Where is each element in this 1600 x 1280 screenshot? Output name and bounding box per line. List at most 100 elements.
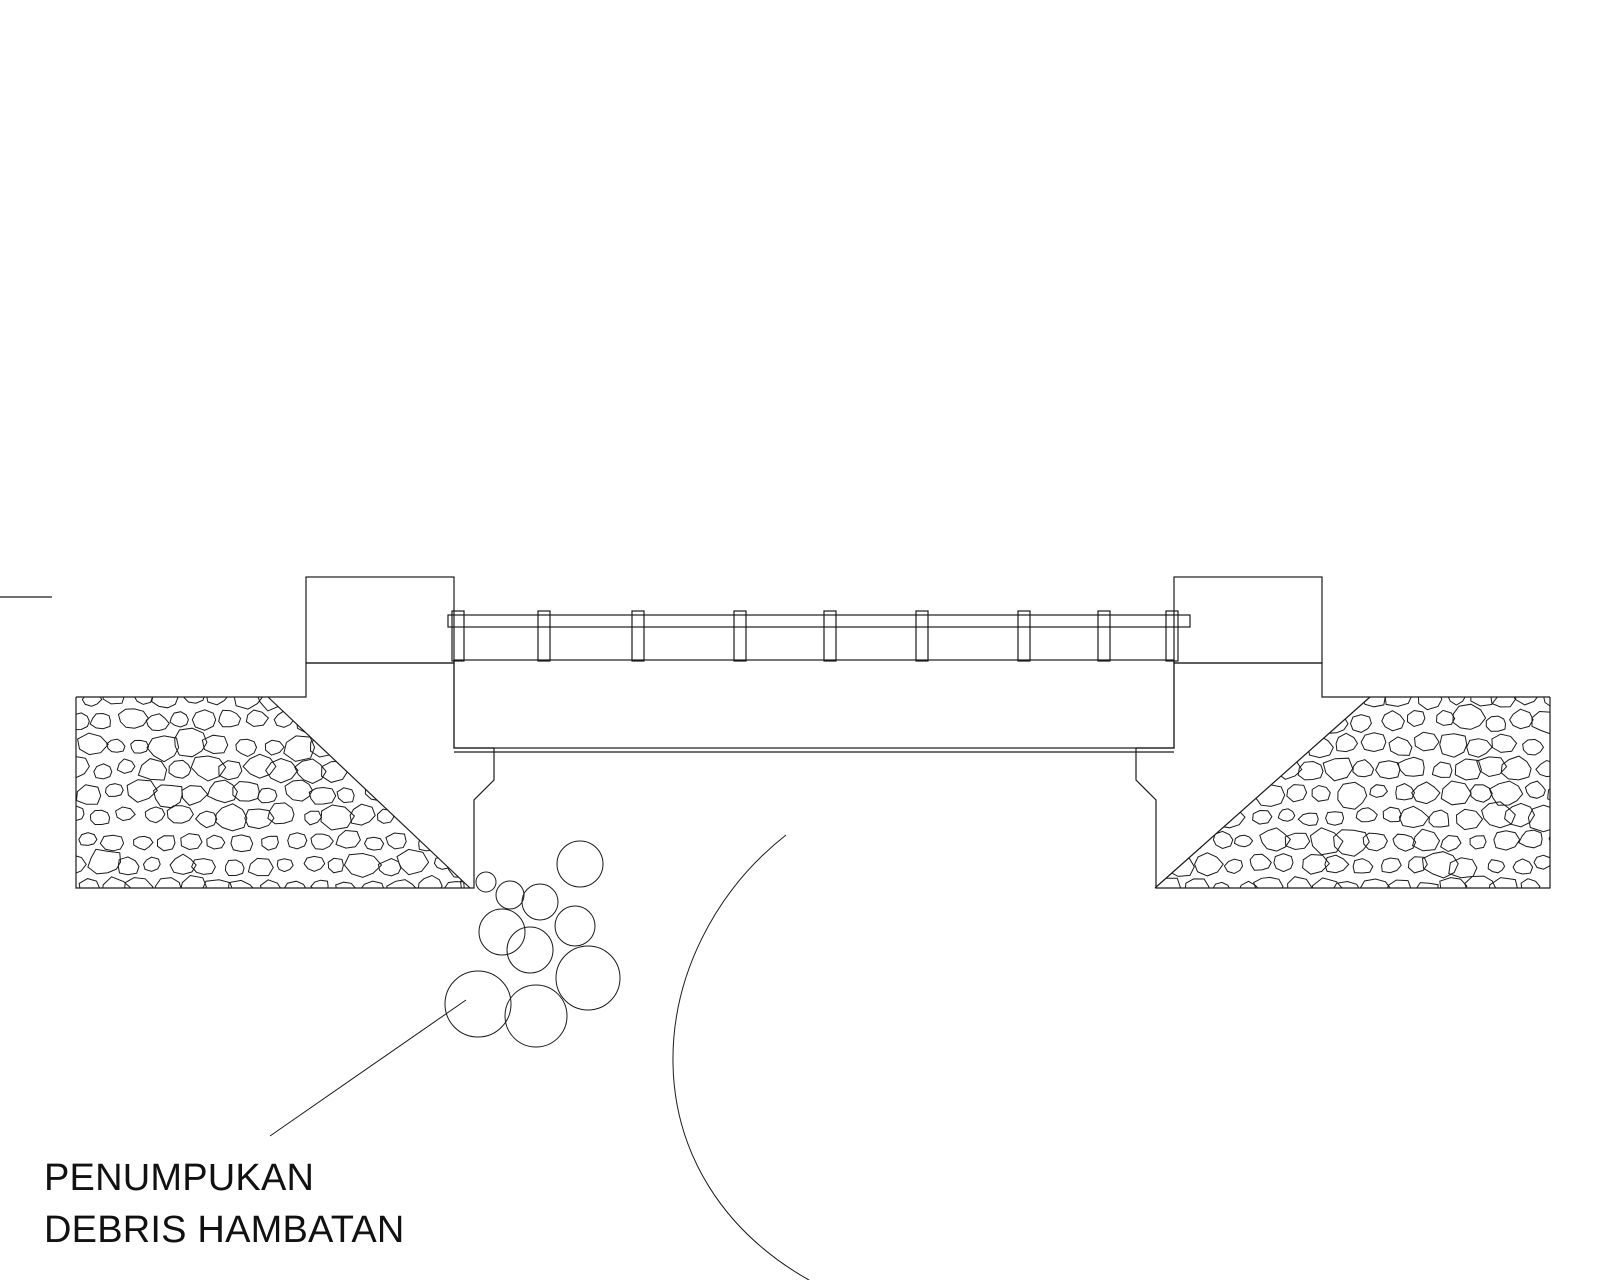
- riprap-stone: [1522, 738, 1545, 756]
- riprap-stone: [1163, 710, 1193, 734]
- riprap-stone: [389, 736, 409, 752]
- riprap-stone: [99, 834, 125, 852]
- riprap-stone: [1552, 738, 1570, 754]
- riprap-stone: [76, 712, 90, 731]
- annotation-line-1: PENUMPUKAN: [44, 1157, 315, 1199]
- riprap-stone: [415, 786, 435, 804]
- right-backwall: [1173, 576, 1323, 664]
- riprap-stone: [282, 880, 308, 888]
- riprap-stone: [1259, 827, 1292, 852]
- riprap-stone: [404, 805, 437, 832]
- riprap-stone: [1548, 882, 1550, 888]
- riprap-stone: [191, 709, 217, 731]
- riprap-stone: [385, 782, 412, 807]
- riprap-stone: [166, 805, 194, 824]
- riprap-stone: [264, 739, 285, 756]
- riprap-stone: [1282, 733, 1313, 754]
- riprap-stone: [1311, 784, 1331, 802]
- riprap-stone: [1435, 709, 1456, 726]
- riprap-stone: [1277, 760, 1303, 780]
- riprap-stone: [1311, 877, 1346, 888]
- rail-post: [1165, 610, 1179, 662]
- riprap-stone: [1470, 784, 1493, 803]
- riprap-stone: [1469, 835, 1487, 850]
- riprap-stone: [1322, 711, 1349, 734]
- riprap-stone: [1413, 731, 1440, 752]
- riprap-stone: [1284, 832, 1311, 851]
- riprap-stone: [104, 783, 124, 797]
- riprap-stone: [415, 736, 434, 751]
- riprap-stone: [442, 835, 464, 851]
- riprap-stone: [1155, 708, 1170, 731]
- riprap-stone: [1466, 738, 1493, 758]
- riprap-stone: [144, 806, 166, 824]
- riprap-stone: [1182, 786, 1209, 806]
- riprap-stone: [288, 697, 311, 703]
- riprap-stone: [385, 832, 407, 850]
- riprap-stone: [1385, 879, 1412, 888]
- riprap-stone: [400, 709, 426, 728]
- riprap-stone: [235, 738, 258, 758]
- riprap-stone: [1411, 781, 1441, 805]
- riprap-stone: [1325, 811, 1345, 826]
- riprap-stone: [1504, 802, 1536, 828]
- riprap-stone: [1547, 783, 1550, 805]
- riprap-stone: [1406, 709, 1426, 728]
- riprap-stone: [1476, 756, 1508, 778]
- riprap-stone: [1396, 756, 1425, 777]
- debris-boulder: [504, 984, 568, 1048]
- riprap-stone: [303, 855, 326, 872]
- riprap-stone: [1487, 859, 1506, 874]
- riprap-stone: [415, 697, 444, 710]
- riprap-stone: [78, 878, 100, 888]
- riprap-stone: [126, 779, 158, 803]
- left-slope-line: [267, 696, 471, 889]
- riprap-stone: [310, 879, 329, 888]
- riprap-stone: [1342, 697, 1365, 703]
- riprap-stone: [1277, 808, 1296, 822]
- riprap-stone: [1512, 858, 1534, 875]
- riprap-stone: [1192, 761, 1219, 782]
- riprap-stone: [146, 735, 180, 763]
- riprap-stone: [455, 759, 470, 775]
- riprap-stone: [191, 858, 216, 875]
- riprap-stone: [1221, 711, 1249, 736]
- riprap-stone: [265, 757, 299, 784]
- riprap-stone: [363, 836, 385, 851]
- riprap-stone: [1194, 852, 1224, 877]
- riprap-stone: [1493, 830, 1521, 851]
- riprap-stone: [1286, 784, 1308, 803]
- riprap-stone: [206, 834, 226, 850]
- riprap-stone: [227, 879, 257, 888]
- rail-post: [733, 610, 747, 662]
- riprap-stone: [1382, 806, 1402, 823]
- riprap-stone: [1440, 780, 1472, 806]
- riprap-stone: [349, 803, 376, 826]
- riprap-stone: [1333, 829, 1370, 857]
- handrail-top-rail: [447, 614, 1191, 628]
- riprap-stone: [1531, 710, 1550, 735]
- riprap-stone: [1287, 876, 1313, 888]
- riprap-stone: [1158, 829, 1186, 849]
- rail-post: [823, 610, 837, 662]
- riprap-stone: [1395, 783, 1416, 801]
- riprap-stone: [1322, 757, 1354, 782]
- riprap-stone: [133, 835, 154, 851]
- riprap-stone: [424, 707, 456, 731]
- riprap-stone: [1221, 763, 1241, 779]
- riprap-stone: [1448, 857, 1478, 879]
- riprap-stone: [152, 784, 183, 809]
- riprap-stone: [1155, 877, 1182, 888]
- riprap-stone: [1210, 881, 1231, 888]
- riprap-stone: [1155, 731, 1179, 758]
- riprap-stone: [443, 782, 467, 801]
- riprap-stone: [1388, 736, 1413, 756]
- riprap-stone: [168, 759, 192, 779]
- riprap-stone: [367, 697, 391, 707]
- riprap-stone: [295, 712, 322, 734]
- riprap-stone: [1524, 780, 1546, 799]
- riprap-stone: [1518, 829, 1543, 849]
- rail-post: [1017, 610, 1031, 662]
- riprap-stone: [374, 711, 401, 731]
- riprap-stone: [117, 856, 140, 876]
